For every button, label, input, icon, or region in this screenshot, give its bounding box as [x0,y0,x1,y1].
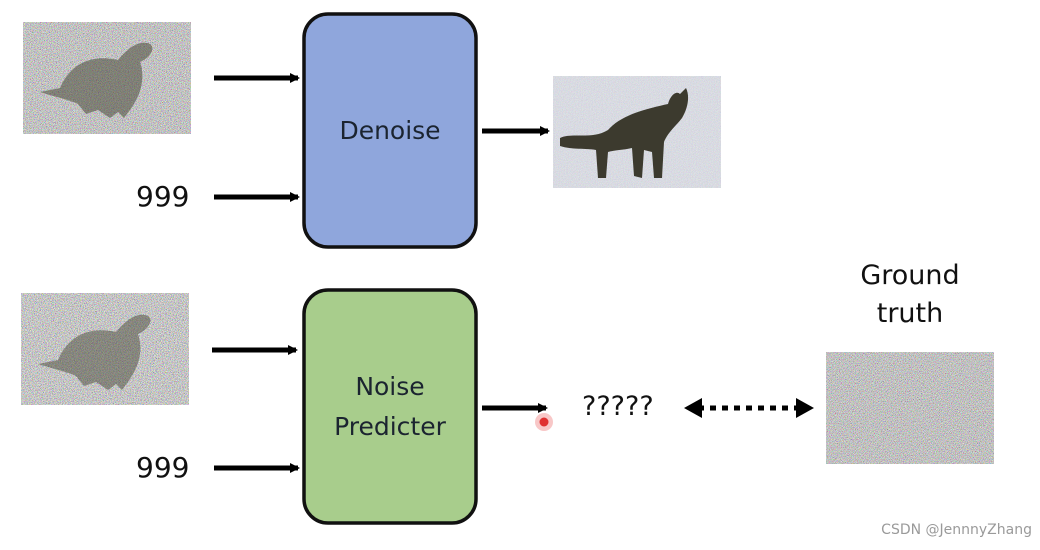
denoise-block-label: Denoise [339,116,441,145]
noise-predicter-label-line2: Predicter [334,412,446,441]
ground-truth-label-line2: truth [876,298,944,329]
watermark: CSDN @JennnyZhang [881,522,1032,538]
comparison-dotted-arrow [684,398,814,418]
ground-truth-label-line1: Ground [860,260,960,291]
unknown-output-label: ????? [582,391,654,422]
cursor-dot [535,413,553,431]
denoise-block [302,12,478,249]
timestep-label-top: 999 [136,180,190,213]
noise-predicter-block [302,288,478,525]
noise-predicter-label-line1: Noise [355,372,425,401]
noisy-cat-input-image-top [23,22,191,134]
ground-truth-noise-image [826,352,994,464]
noisy-cat-input-image-bottom [21,293,189,405]
timestep-label-bottom: 999 [136,451,190,484]
denoised-cat-output-image [553,76,721,188]
